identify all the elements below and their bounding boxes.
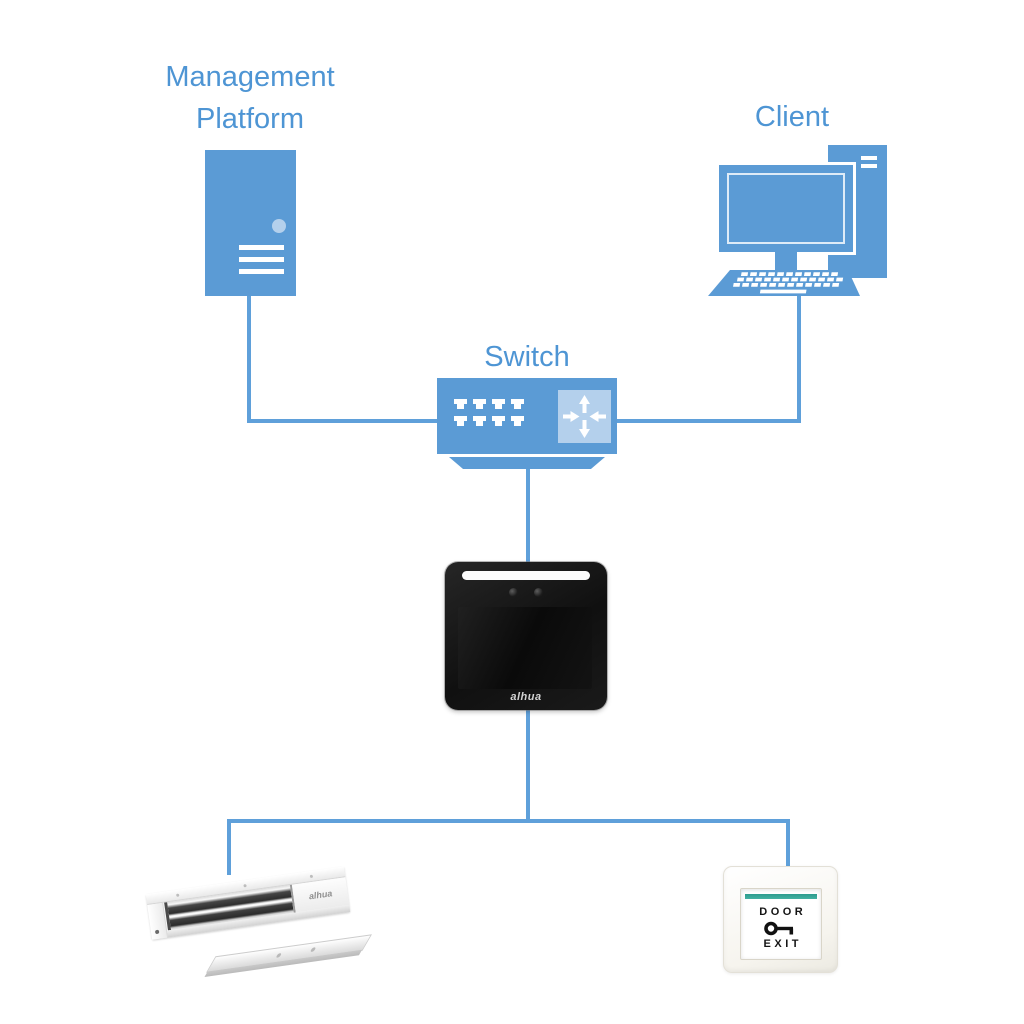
screw-dot xyxy=(309,874,314,879)
camera-lens-icon xyxy=(509,588,518,597)
tower-drive-slot xyxy=(861,164,877,168)
switch-icon xyxy=(437,378,617,454)
camera-lens-icon xyxy=(534,588,543,597)
connector-branch-horizontal xyxy=(227,819,790,823)
door-exit-button: DOOR EXIT xyxy=(723,866,838,973)
label-management-platform: Management Platform xyxy=(100,56,400,140)
ethernet-port-icon xyxy=(454,399,467,409)
server-icon xyxy=(205,150,296,296)
key-icon xyxy=(764,921,794,936)
lock-brand-logo: alhua xyxy=(308,888,333,902)
exit-button-panel: DOOR EXIT xyxy=(740,888,822,960)
monitor-icon xyxy=(719,165,853,252)
ethernet-port-icon xyxy=(511,416,524,426)
monitor-stand xyxy=(775,252,797,272)
screw-dot xyxy=(176,893,180,897)
server-vent-line xyxy=(239,245,284,250)
label-management-line2: Platform xyxy=(196,103,304,135)
connector-mgmt-vertical xyxy=(247,294,251,422)
ethernet-port-icon xyxy=(492,399,505,409)
keyboard-icon xyxy=(708,270,860,296)
magnetic-lock-device: alhua xyxy=(140,866,390,998)
terminal-brand-logo: alhua xyxy=(510,691,542,703)
connector-terminal-down xyxy=(526,708,530,823)
connector-to-lock xyxy=(227,819,231,875)
server-indicator-dot xyxy=(272,219,286,233)
monitor-screen xyxy=(727,173,845,244)
routing-arrows-icon xyxy=(558,390,611,443)
lock-cable-hole xyxy=(154,929,160,935)
spacebar-key xyxy=(759,289,807,294)
connector-client-vertical xyxy=(797,294,801,423)
ethernet-port-icon xyxy=(511,399,524,409)
exit-button-exit-text: EXIT xyxy=(763,938,802,950)
plate-hole xyxy=(274,953,282,959)
screw-dot xyxy=(243,884,247,888)
lock-body: alhua xyxy=(145,866,351,940)
face-recognition-terminal: alhua xyxy=(445,562,607,710)
illumination-bar xyxy=(462,571,590,580)
keyboard-keys xyxy=(733,272,844,294)
lock-armature-plate xyxy=(206,934,372,973)
label-management-line1: Management xyxy=(165,61,335,93)
switch-base xyxy=(449,457,605,469)
ethernet-port-icon xyxy=(454,416,467,426)
ethernet-port-icon xyxy=(473,399,486,409)
connector-to-exit-button xyxy=(786,819,790,868)
ethernet-port-icon xyxy=(473,416,486,426)
label-client: Client xyxy=(754,101,830,133)
exit-button-stripe xyxy=(745,894,817,899)
connector-switch-to-client xyxy=(615,419,801,423)
server-vent-line xyxy=(239,269,284,274)
server-vent-line xyxy=(239,257,284,262)
ethernet-port-icon xyxy=(492,416,505,426)
label-switch: Switch xyxy=(484,341,570,373)
terminal-screen xyxy=(458,607,592,689)
connector-mgmt-to-switch xyxy=(247,419,439,423)
connector-switch-to-terminal xyxy=(526,467,530,567)
plate-hole xyxy=(309,947,316,953)
exit-button-door-text: DOOR xyxy=(759,906,807,918)
tower-drive-slot xyxy=(861,156,877,160)
